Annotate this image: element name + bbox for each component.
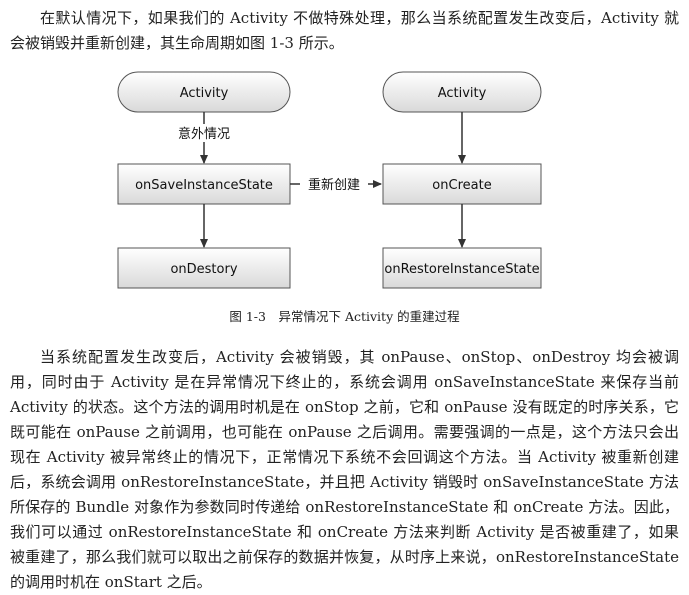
body-paragraph: 当系统配置发生改变后，Activity 会被销毁，其 onPause、onSto… — [10, 348, 679, 591]
node-left-mid-label: onSaveInstanceState — [135, 178, 273, 193]
node-left-bottom — [117, 247, 291, 289]
figure-caption: 图 1-3 异常情况下 Activity 的重建过程 — [229, 309, 460, 324]
node-right-mid — [382, 163, 542, 205]
node-right-bottom — [382, 247, 542, 289]
lifecycle-diagram: Activity 意外情况 onSaveInstanceState onDest… — [117, 71, 542, 289]
edge-label-accident: 意外情况 — [178, 126, 230, 142]
intro-paragraph: 在默认情况下，如果我们的 Activity 不做特殊处理，那么当系统配置发生改变… — [10, 9, 679, 52]
node-right-mid-label: onCreate — [432, 178, 491, 193]
node-right-top-label: Activity — [438, 86, 487, 101]
node-left-top-label: Activity — [180, 86, 229, 101]
edge-label-recreate: 重新创建 — [308, 177, 360, 193]
node-left-bottom-label: onDestory — [170, 262, 237, 277]
node-right-bottom-label: onRestoreInstanceState — [384, 262, 539, 277]
